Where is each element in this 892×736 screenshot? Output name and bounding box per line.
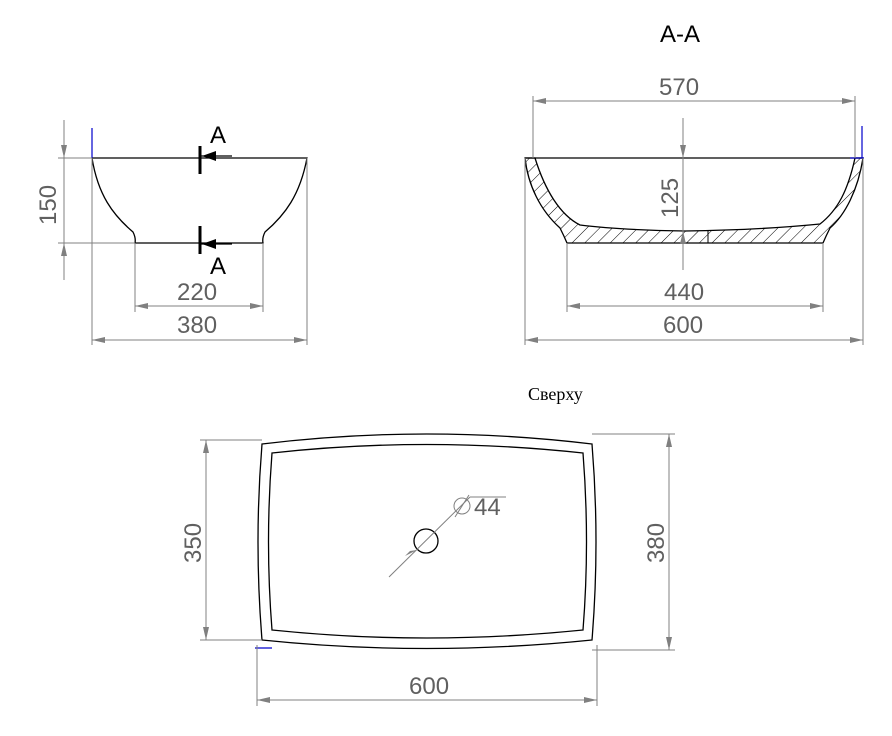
plan-view: Сверху 44 350 380 600 <box>180 384 675 706</box>
side-view: А А 150 220 380 <box>35 120 308 345</box>
section-bottom-arrow-left <box>567 303 580 309</box>
bottom-width-arrow-left <box>135 303 148 309</box>
section-bottom-width-label: 440 <box>664 279 704 306</box>
drain-diameter-label: 44 <box>474 494 501 521</box>
height-dim-arrow-bottom <box>61 243 67 256</box>
plan-outer-outline <box>257 433 597 650</box>
plan-inner-width-label: 350 <box>180 523 207 563</box>
side-top-width-label: 380 <box>177 312 217 339</box>
section-inner-width-label: 570 <box>659 74 699 101</box>
height-dim-arrow-top <box>61 145 67 158</box>
top-width-arrow-right <box>294 337 307 343</box>
section-hatch <box>524 157 864 244</box>
section-view: А-А 570 125 440 600 <box>524 21 864 345</box>
section-mark-top-arrow <box>202 151 216 161</box>
section-mark-bottom-label: А <box>210 253 226 280</box>
inner-width-arrow-left <box>533 98 546 104</box>
section-overall-arrow-right <box>850 337 863 343</box>
plan-length-arrow-right <box>584 697 597 703</box>
drain-leader <box>388 496 471 578</box>
depth-arrow-top <box>680 145 686 158</box>
section-overall-width-label: 600 <box>663 312 703 339</box>
plan-inner-outline <box>267 443 588 639</box>
depth-arrow-bottom <box>680 231 686 244</box>
plan-length-arrow-left <box>257 697 270 703</box>
plan-outer-arrow-bottom <box>666 637 672 650</box>
drain-arrow <box>405 550 417 556</box>
top-width-arrow-left <box>92 337 105 343</box>
top-view-label: Сверху <box>528 384 583 404</box>
section-bottom-arrow-right <box>810 303 823 309</box>
plan-inner-arrow-bottom <box>203 627 209 640</box>
section-mark-bottom-arrow <box>202 239 216 249</box>
side-height-label: 150 <box>35 185 62 225</box>
bottom-width-arrow-right <box>250 303 263 309</box>
section-overall-arrow-left <box>525 337 538 343</box>
diameter-symbol-icon <box>453 497 471 515</box>
drain-hole <box>413 528 439 554</box>
diameter-symbol-slash <box>454 494 470 518</box>
section-title: А-А <box>660 21 700 48</box>
plan-outer-width-label: 380 <box>643 523 670 563</box>
plan-outer-arrow-top <box>666 434 672 447</box>
section-mark-top-label: А <box>210 122 226 149</box>
inner-width-arrow-right <box>842 98 855 104</box>
plan-inner-arrow-top <box>203 440 209 453</box>
side-bottom-width-label: 220 <box>177 279 217 306</box>
plan-length-label: 600 <box>409 673 449 700</box>
section-depth-label: 125 <box>657 178 684 218</box>
